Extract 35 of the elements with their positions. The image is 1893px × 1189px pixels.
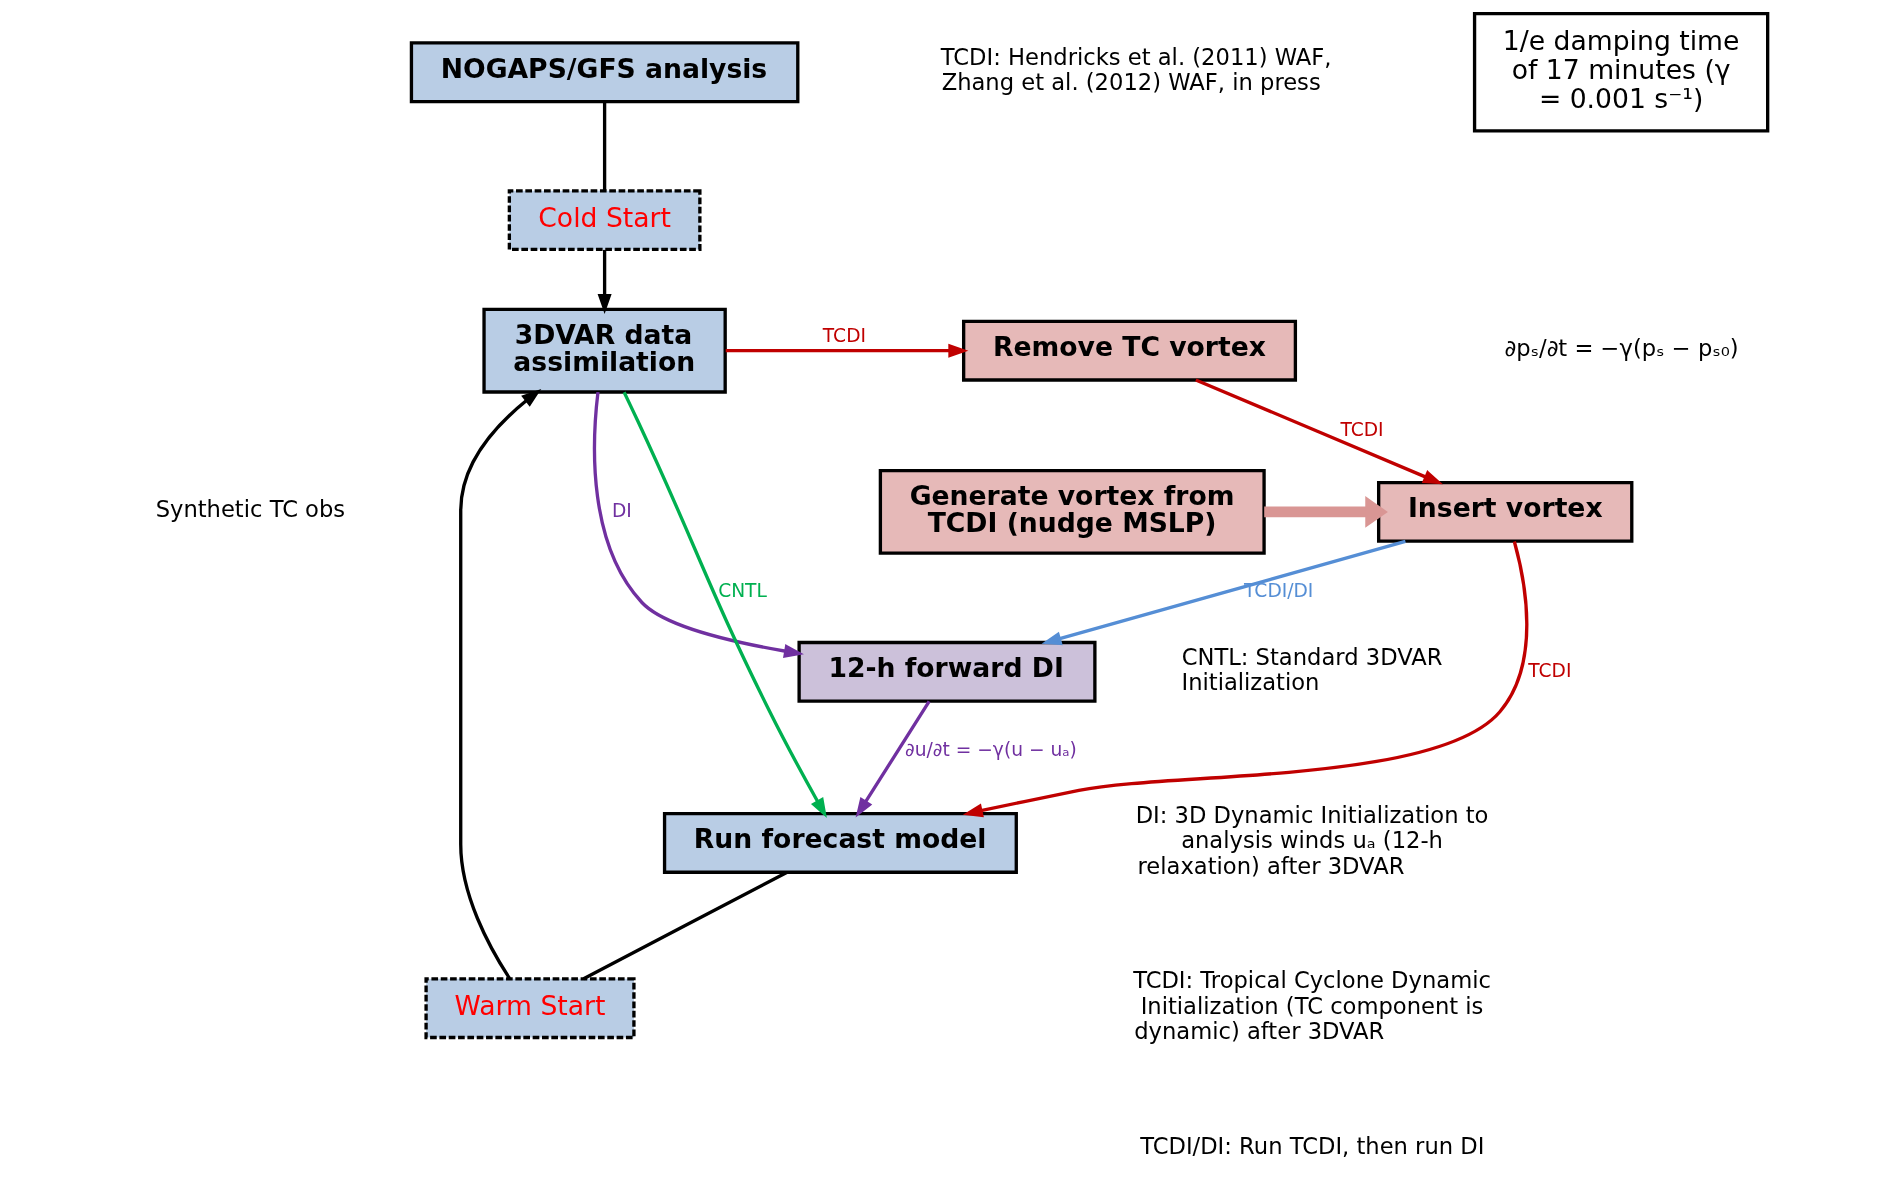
label: Synthetic TC obs: [155, 496, 345, 523]
arrow: [1194, 378, 1443, 485]
arrow: [592, 391, 804, 658]
arrow: [597, 249, 612, 314]
label: CNTL: Standard 3DVAR Initialization: [1180, 643, 1442, 695]
arrow: [725, 343, 968, 358]
edge-label: DI: [611, 499, 632, 521]
node-box: Warm Start: [423, 977, 636, 1040]
node-box: NOGAPS/GFS analysis: [409, 41, 799, 104]
edge-label: TCDI/DI: [1243, 580, 1313, 602]
edge-label: ∂u/∂t = −γ(u − uₐ): [904, 738, 1077, 760]
node-box: 3DVAR data assimilation: [481, 307, 727, 394]
connector: [602, 101, 606, 191]
node-box: Generate vortex from TCDI (nudge MSLP): [878, 468, 1266, 555]
arrow: [1041, 539, 1406, 646]
arrow: [855, 700, 931, 818]
label: DI: 3D Dynamic Initialization to analysis winds uₐ (12-h relaxation) after 3DVAR: [1135, 802, 1488, 879]
edge-label: TCDI: [1339, 419, 1384, 441]
node-box: Cold Start: [507, 189, 702, 252]
arrow: [1263, 496, 1388, 528]
arrow: [622, 391, 827, 818]
node-box: Insert vortex: [1376, 480, 1633, 543]
edge-label: TCDI: [822, 324, 866, 346]
node-box: 12-h forward DI: [796, 640, 1097, 703]
label: TCDI: Hendricks et al. (2011) WAF, Zhang et al. (2012) WAF, in press: [940, 44, 1332, 96]
arrow: [962, 541, 1528, 818]
edge-label: CNTL: [717, 580, 767, 602]
node-box: Remove TC vortex: [961, 319, 1297, 382]
arrow: [458, 389, 541, 980]
label: TCDI: Tropical Cyclone Dynamic Initialization (TC component is dynamic) after 3DVAR: [1132, 967, 1491, 1044]
edge-label: TCDI: [1527, 659, 1571, 681]
node-box: Run forecast model: [662, 812, 1018, 874]
node-box: 1/e damping time of 17 minutes (γ = 0.001 s⁻¹): [1472, 11, 1769, 133]
label: TCDI/DI: Run TCDI, then run DI: [1139, 1132, 1484, 1159]
label: ∂pₛ/∂t = −γ(pₛ − pₛ₀): [1504, 335, 1739, 362]
